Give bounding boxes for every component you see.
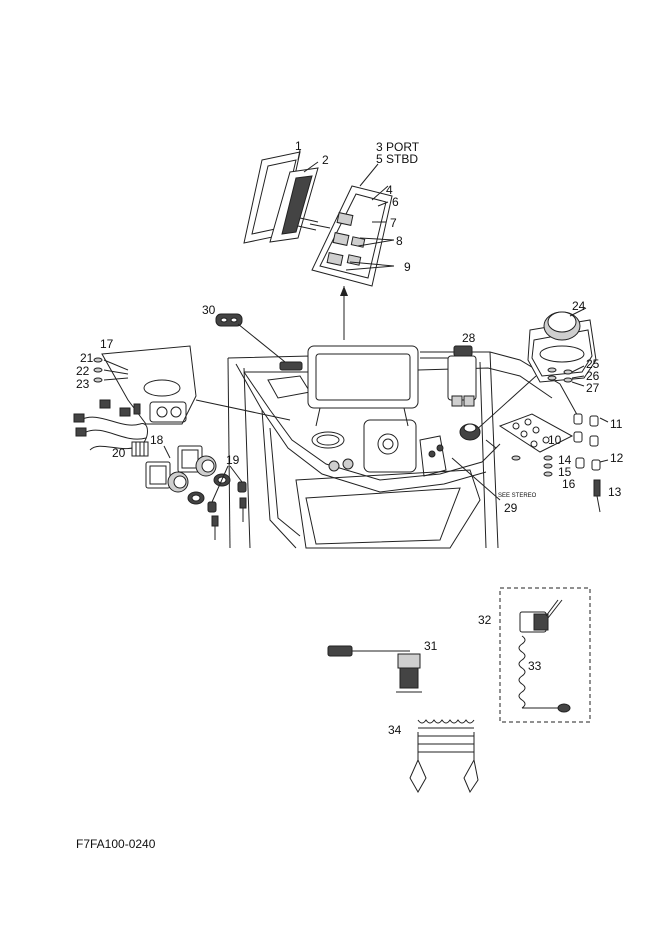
gauge-housing-part xyxy=(269,167,319,243)
mount-plate-part-10 xyxy=(498,413,574,453)
callout-32: 32 xyxy=(478,613,492,627)
console-body xyxy=(227,351,581,549)
callout-6: 6 xyxy=(392,195,399,209)
sensor-part-31 xyxy=(327,645,422,693)
joystick-part-24 xyxy=(527,307,597,383)
fuses-11-16 xyxy=(511,413,609,513)
callout-23: 23 xyxy=(76,377,90,391)
callout-27: 27 xyxy=(586,381,600,395)
callout-28: 28 xyxy=(462,331,476,345)
callout-20: 20 xyxy=(112,446,126,460)
callout-5: 5 STBD xyxy=(376,152,418,166)
panel-plate-part-17 xyxy=(101,345,291,425)
callout-34: 34 xyxy=(388,723,402,737)
callout-13: 13 xyxy=(608,485,622,499)
callout-33: 33 xyxy=(528,659,542,673)
gauge-panel-part xyxy=(311,185,393,287)
callout-14: 14 xyxy=(558,453,572,467)
callout-29: 29 xyxy=(504,501,518,515)
knob-part-29 xyxy=(451,423,501,501)
kill-switch-box-32 xyxy=(499,587,591,723)
display-screen xyxy=(307,345,419,427)
callout-18: 18 xyxy=(150,433,164,447)
callout-30: 30 xyxy=(202,303,216,317)
callout-12: 12 xyxy=(610,451,624,465)
callout-7: 7 xyxy=(390,216,397,230)
callout-26: 26 xyxy=(586,369,600,383)
screws-21-23 xyxy=(93,357,129,383)
callout-19: 19 xyxy=(226,453,240,467)
coil-lanyard-part-34 xyxy=(409,719,479,794)
washers-25-27 xyxy=(547,365,585,387)
keys-part-19 xyxy=(207,465,247,540)
switch-assembly-part-18 xyxy=(145,445,231,505)
callout-8: 8 xyxy=(396,234,403,248)
diagram-code: F7FA100-0240 xyxy=(76,837,156,851)
wiring-harness xyxy=(73,399,148,451)
switch-part-30 xyxy=(215,313,303,371)
callout-11: 11 xyxy=(610,417,623,431)
callout-4: 4 xyxy=(386,183,393,197)
callout-15: 15 xyxy=(558,465,572,479)
callout-16: 16 xyxy=(562,477,576,491)
callout-25: 25 xyxy=(586,357,600,371)
callout-3: 3 PORT xyxy=(376,140,420,154)
callout-10: 10 xyxy=(548,433,562,447)
callout-24: 24 xyxy=(572,299,586,313)
callout-17: 17 xyxy=(100,337,114,351)
connector-part-20 xyxy=(131,441,149,457)
callout-22: 22 xyxy=(76,364,90,378)
callout-2: 2 xyxy=(322,153,329,167)
callout-1: 1 xyxy=(295,139,302,153)
callout-21: 21 xyxy=(80,351,94,365)
see-stereo-note: SEE STEREO xyxy=(498,493,537,499)
callout-31: 31 xyxy=(424,639,438,653)
throttle-part-28 xyxy=(447,345,477,407)
callout-9: 9 xyxy=(404,260,411,274)
